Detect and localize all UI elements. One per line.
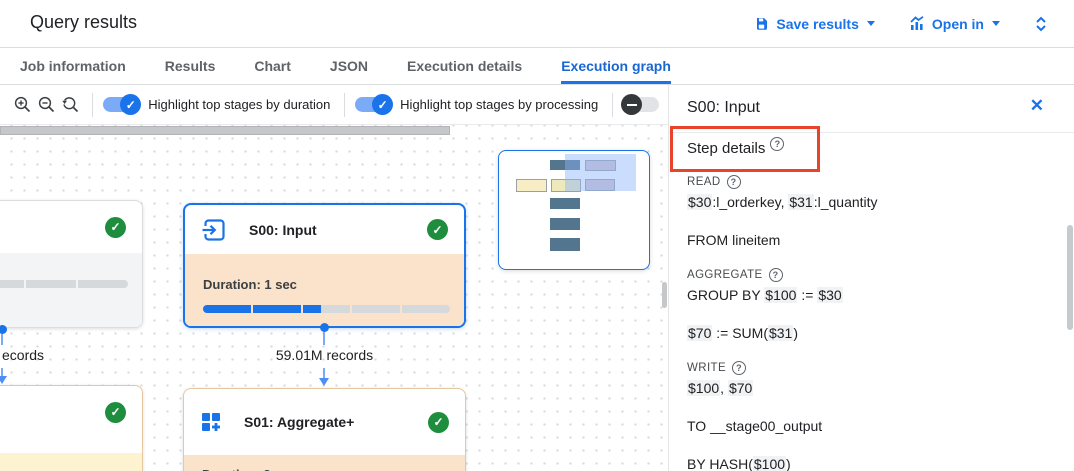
tab-execution-graph[interactable]: Execution graph xyxy=(561,48,671,84)
minimap-stage-rect xyxy=(516,179,547,192)
step-section-label: AGGREGATE? xyxy=(687,268,1040,282)
save-results-caret-icon xyxy=(866,21,875,26)
zoom-out-button[interactable] xyxy=(34,90,58,120)
third-toggle-group xyxy=(621,94,668,115)
open-in-caret-icon xyxy=(992,21,1000,26)
highlight-processing-group: ✓ Highlight top stages by processing xyxy=(355,94,602,115)
panel-content: Step details? READ? $30:l_orderkey, $31:l… xyxy=(687,137,1040,471)
step-section-value: $30:l_orderkey, $31:l_quantity xyxy=(687,194,878,210)
help-icon[interactable]: ? xyxy=(770,137,785,151)
step-section-value: FROM lineitem xyxy=(687,232,781,248)
panel-title: S00: Input xyxy=(687,99,760,116)
edge-line xyxy=(1,368,3,376)
stage-node-s00[interactable]: S00: Input ✓ Duration: 1 sec xyxy=(183,203,466,328)
minimap-stage-rect xyxy=(550,238,580,251)
minimap-stage-rect xyxy=(550,160,580,170)
step-details-heading: Step details? xyxy=(687,137,1040,157)
toolbar-divider xyxy=(344,92,346,117)
minimap-stage-rect xyxy=(585,179,615,191)
highlight-duration-toggle[interactable]: ✓ xyxy=(103,94,142,115)
step-section-value: $100, $70 xyxy=(687,380,754,396)
stage-progress-bar xyxy=(203,305,450,313)
toolbar-divider xyxy=(612,92,613,117)
stage-details-panel-header: S00: Input ✕ xyxy=(669,85,1074,133)
edge-source-dot xyxy=(0,325,7,334)
edge-arrowhead-icon xyxy=(0,376,7,384)
edge-line xyxy=(323,332,325,345)
edge-records-label: 59.01M records xyxy=(275,347,374,363)
stage-title: S00: Input xyxy=(249,221,317,238)
minimap-stage-rect xyxy=(550,198,580,209)
minimap-stage-rect xyxy=(550,218,580,230)
help-icon[interactable]: ? xyxy=(726,175,741,189)
step-section-value: GROUP BY $100 := $30 xyxy=(687,287,843,303)
horizontal-scrollbar-thumb[interactable] xyxy=(0,126,450,135)
minimap-stage-rect xyxy=(551,179,581,192)
execution-graph-pane: ✓ Highlight top stages by duration ✓ Hig… xyxy=(0,85,668,471)
aggregate-stage-icon xyxy=(200,411,222,433)
step-section-value: TO __stage00_output xyxy=(687,418,823,434)
stage-title: S01: Aggregate+ xyxy=(244,414,355,430)
tab-chart[interactable]: Chart xyxy=(254,57,291,74)
close-icon[interactable]: ✕ xyxy=(1029,96,1044,115)
check-circle-icon: ✓ xyxy=(105,216,126,238)
graph-minimap[interactable] xyxy=(498,150,650,270)
panel-vertical-scrollbar-thumb[interactable] xyxy=(1067,225,1073,330)
edge-line xyxy=(323,368,325,378)
help-icon[interactable]: ? xyxy=(732,361,747,375)
edge-arrowhead-icon xyxy=(319,378,329,386)
edge-line xyxy=(1,334,3,345)
unfold-icon xyxy=(1034,15,1048,33)
open-in-button[interactable]: Open in xyxy=(909,16,1000,32)
stage-progress-bar xyxy=(0,280,128,288)
zoom-in-button[interactable] xyxy=(10,90,34,120)
stage-duration: Duration: 2 sec xyxy=(202,467,296,471)
tab-json[interactable]: JSON xyxy=(329,57,369,74)
tab-results[interactable]: Results xyxy=(164,57,216,74)
step-section-value: $70 := SUM($31) xyxy=(687,325,799,341)
toolbar-divider xyxy=(92,92,94,117)
graph-canvas[interactable]: ✓ S00: Input ✓ Duration: 1 sec xyxy=(0,125,668,471)
chart-icon xyxy=(909,16,925,31)
highlight-processing-toggle[interactable]: ✓ xyxy=(355,94,394,115)
step-section-value: BY HASH($100) xyxy=(687,456,791,471)
tab-bar-inner: Job information Results Chart JSON Execution… xyxy=(20,48,1074,84)
tab-job-information[interactable]: Job information xyxy=(20,57,126,74)
edge-records-label-partial: ecords xyxy=(2,347,45,363)
minimap-viewport[interactable] xyxy=(565,154,636,191)
graph-toolbar: ✓ Highlight top stages by duration ✓ Hig… xyxy=(0,85,668,125)
stage-node-bottom-left-partial[interactable]: ✓ xyxy=(0,385,143,471)
help-icon[interactable]: ? xyxy=(768,268,783,282)
save-icon xyxy=(754,16,769,31)
check-circle-icon: ✓ xyxy=(105,401,126,423)
edge-source-dot xyxy=(320,323,329,332)
collapse-results-button[interactable] xyxy=(1034,15,1048,33)
highlight-duration-label: Highlight top stages by duration xyxy=(148,97,331,112)
highlight-duration-group: ✓ Highlight top stages by duration xyxy=(103,94,334,115)
third-toggle[interactable] xyxy=(621,94,659,115)
open-in-label: Open in xyxy=(931,15,984,32)
save-results-label: Save results xyxy=(776,15,859,32)
stage-node-left-partial[interactable]: ✓ xyxy=(0,200,143,328)
input-stage-icon xyxy=(201,217,227,243)
tab-bar: Job information Results Chart JSON Execution… xyxy=(0,47,1074,85)
save-results-button[interactable]: Save results xyxy=(754,16,875,32)
tab-execution-details[interactable]: Execution details xyxy=(407,57,523,74)
check-circle-icon: ✓ xyxy=(427,219,448,240)
stage-details-panel: S00: Input ✕ Step details? READ? $30:l_or… xyxy=(668,85,1074,471)
header-actions: Save results Open in xyxy=(754,0,1048,47)
step-section-label: READ? xyxy=(687,175,1040,189)
stage-duration: Duration: 1 sec xyxy=(203,277,297,292)
zoom-reset-button[interactable] xyxy=(58,90,82,120)
results-header: Query results Save results Open in xyxy=(0,0,1074,47)
red-annotation-box xyxy=(670,126,820,172)
graph-vertical-scrollbar-thumb[interactable] xyxy=(662,282,667,308)
step-section-label: WRITE? xyxy=(687,361,1040,375)
minimap-stage-rect xyxy=(585,160,616,171)
highlight-processing-label: Highlight top stages by processing xyxy=(400,97,599,112)
stage-node-s01[interactable]: S01: Aggregate+ ✓ Duration: 2 sec xyxy=(183,388,466,471)
page-title: Query results xyxy=(30,12,138,32)
check-circle-icon: ✓ xyxy=(428,411,449,433)
